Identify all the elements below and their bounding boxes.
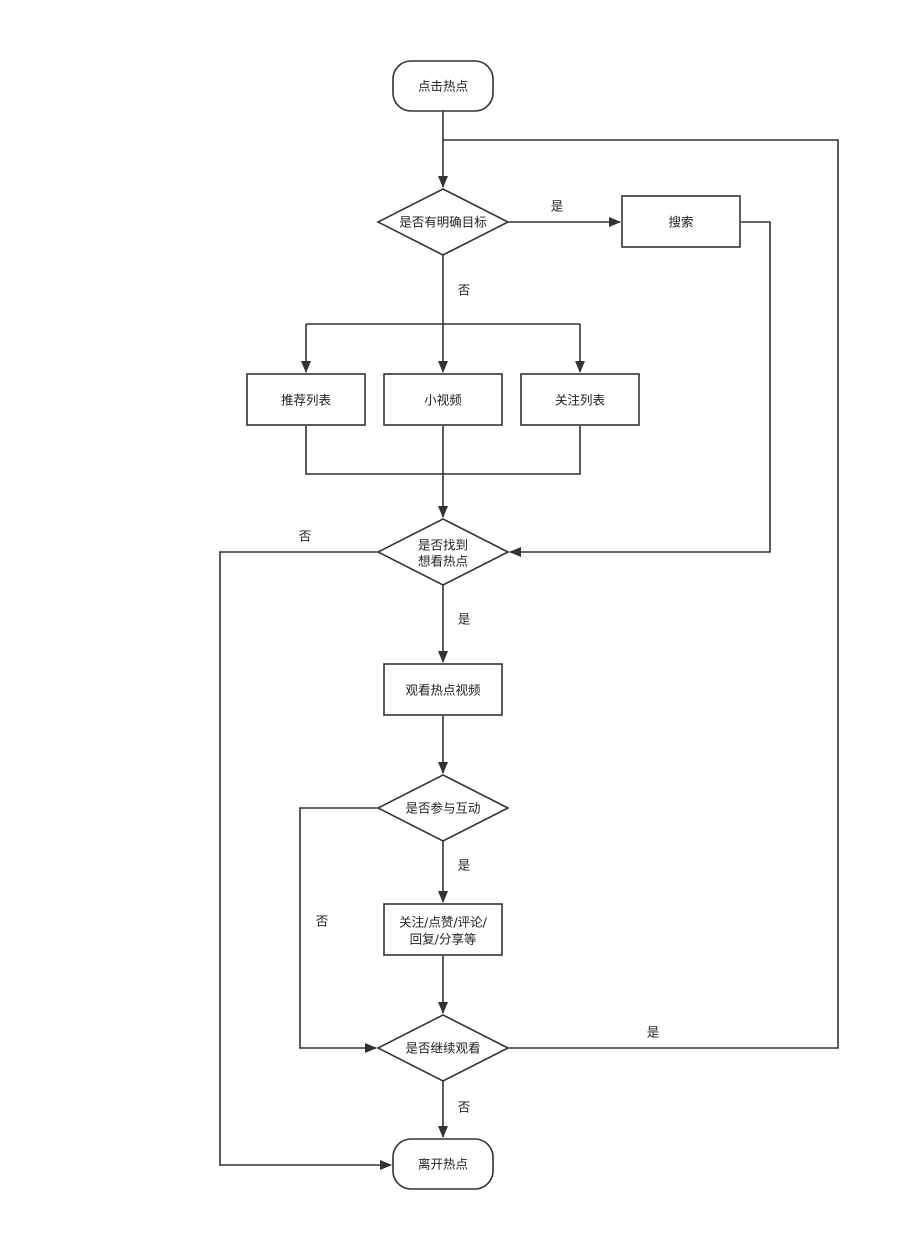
- recommend-list-node: 推荐列表: [246, 373, 366, 426]
- label-continue-yes: 是: [647, 1025, 660, 1040]
- short-video-node: 小视频: [383, 373, 503, 426]
- search-node: 搜索: [621, 195, 741, 248]
- start-node-label: 点击热点: [418, 79, 468, 94]
- search-node-label: 搜索: [668, 215, 693, 230]
- interaction-node: 关注/点赞/评论/ 回复/分享等: [383, 903, 503, 956]
- target-decision-label: 是否有明确目标: [399, 215, 487, 230]
- edge-search-to-found-decision: [509, 221, 771, 557]
- label-target-no: 否: [458, 283, 471, 298]
- watch-video-label: 观看热点视频: [405, 683, 481, 698]
- label-found-yes: 是: [458, 612, 471, 627]
- label-participate-yes: 是: [458, 858, 471, 873]
- edge-continue-yes-loop-back: [443, 139, 839, 1049]
- found-decision-label-line1: 是否找到: [418, 538, 468, 553]
- end-node-label: 离开热点: [418, 1157, 468, 1172]
- start-node: 点击热点: [392, 60, 494, 112]
- label-found-no: 否: [299, 529, 312, 544]
- end-node: 离开热点: [392, 1138, 494, 1190]
- follow-list-node: 关注列表: [520, 373, 640, 426]
- edge-labels: 是 否 否 是 是 否 是 否: [299, 199, 660, 1115]
- short-video-label: 小视频: [424, 393, 462, 408]
- found-decision-node: 是否找到 想看热点: [376, 518, 510, 586]
- interaction-label-line1: 关注/点赞/评论/: [399, 915, 487, 930]
- found-decision-label-line2: 想看热点: [418, 554, 468, 569]
- interaction-label-line2: 回复/分享等: [410, 932, 477, 947]
- continue-decision-node: 是否继续观看: [376, 1014, 510, 1082]
- recommend-list-label: 推荐列表: [281, 393, 332, 408]
- participate-decision-node: 是否参与互动: [376, 774, 510, 842]
- edge-found-no-to-end: [219, 551, 392, 1170]
- target-decision-node: 是否有明确目标: [376, 188, 510, 256]
- label-participate-no: 否: [316, 914, 329, 929]
- continue-decision-label: 是否继续观看: [405, 1041, 480, 1056]
- edge-participate-no-to-continue: [299, 807, 377, 1053]
- participate-decision-label: 是否参与互动: [405, 801, 480, 816]
- label-continue-no: 否: [458, 1100, 471, 1115]
- nodes: 点击热点 是否有明确目标 搜索 推荐列表 小视频 关注列表: [246, 60, 741, 1190]
- follow-list-label: 关注列表: [555, 393, 606, 408]
- edges: [219, 111, 839, 1170]
- label-target-yes: 是: [551, 199, 564, 214]
- watch-video-node: 观看热点视频: [383, 663, 503, 716]
